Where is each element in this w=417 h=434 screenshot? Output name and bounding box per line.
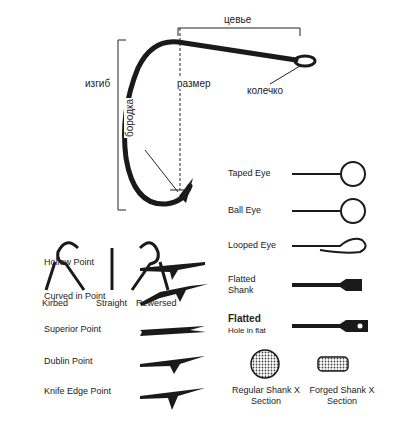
point-name: Superior Point	[44, 324, 101, 335]
regular-section	[251, 350, 279, 378]
shank-type-name: Flatted	[228, 313, 261, 324]
hook-points	[140, 262, 208, 410]
shank-type-name: Hole in flat	[228, 325, 266, 336]
eye-types	[292, 162, 366, 253]
section-name: Regular Shank X Section	[222, 385, 310, 407]
part-name: размер	[176, 78, 212, 89]
point-name: Hollow Point	[44, 257, 94, 268]
eye-type-name: Taped Eye	[228, 168, 271, 179]
point-name: Curved in Point	[44, 291, 106, 302]
point-name: Dublin Point	[44, 356, 93, 367]
part-name: бородка	[124, 98, 135, 138]
part-name: изгиб	[84, 78, 111, 89]
eye-type-name: Looped Eye	[228, 240, 276, 251]
section-name: Forged Shank X Section	[300, 385, 384, 407]
part-name: цевье	[224, 14, 251, 25]
point-name: Knife Edge Point	[44, 386, 111, 397]
forged-section	[318, 357, 348, 371]
main-hook	[125, 42, 316, 204]
shank-type-name: Flatted Shank	[228, 274, 278, 296]
part-name: колечко	[246, 85, 284, 96]
eye-type-name: Ball Eye	[228, 205, 261, 216]
flatted-shanks	[292, 279, 368, 332]
dimension-lines	[118, 28, 300, 210]
eye-angle-name: Rewersed	[136, 298, 177, 309]
